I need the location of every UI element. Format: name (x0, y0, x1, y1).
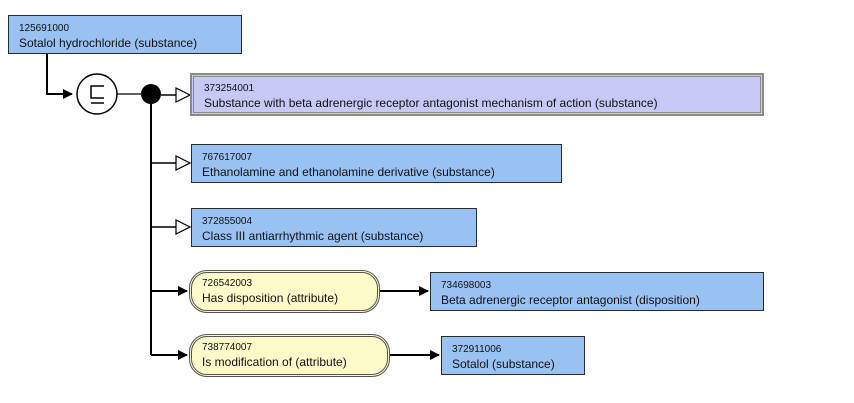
attribute-id: 738774007 (202, 342, 253, 353)
attribute-box[interactable]: 738774007 Is modification of (attribute) (189, 334, 390, 377)
conjunction-dot-icon (141, 84, 161, 104)
attribute-term: Has disposition (attribute) (202, 291, 339, 305)
parent-concept-box[interactable]: 373254001 Substance with beta adrenergic… (191, 74, 763, 115)
isa-arrow-icon (175, 155, 192, 171)
focus-concept-term: Sotalol hydrochloride (substance) (19, 36, 198, 50)
parent-concept-term: Substance with beta adrenergic receptor … (204, 96, 658, 110)
isa-arrow-icon (175, 87, 192, 103)
parent-concept-term: Ethanolamine and ethanolamine derivative… (202, 165, 495, 179)
attribute-value-id: 734698003 (441, 280, 492, 291)
attribute-id: 726542003 (202, 278, 253, 289)
focus-concept-id: 125691000 (19, 23, 70, 34)
attribute-value-id: 372911006 (452, 344, 502, 355)
attribute-value-box[interactable]: 734698003 Beta adrenergic receptor antag… (430, 272, 764, 311)
attribute-value-term: Beta adrenergic receptor antagonist (dis… (441, 293, 700, 307)
focus-to-isa-connector (46, 54, 73, 99)
isa-arrow-icon (175, 219, 192, 235)
attribute-box[interactable]: 726542003 Has disposition (attribute) (189, 270, 380, 313)
isa-symbol-icon (76, 73, 118, 115)
parent-concept-box[interactable]: 767617007 Ethanolamine and ethanolamine … (191, 144, 562, 183)
parent-concept-term: Class III antiarrhythmic agent (substanc… (202, 229, 424, 243)
parent-concept-id: 373254001 (204, 83, 255, 94)
parent-concept-id: 767617007 (202, 152, 253, 163)
attribute-value-term: Sotalol (substance) (452, 357, 555, 371)
parent-concept-id: 372855004 (202, 216, 253, 227)
focus-concept-box[interactable]: 125691000 Sotalol hydrochloride (substan… (8, 15, 242, 54)
attribute-value-box[interactable]: 372911006 Sotalol (substance) (441, 336, 585, 375)
parent-concept-box[interactable]: 372855004 Class III antiarrhythmic agent… (191, 208, 477, 247)
attribute-term: Is modification of (attribute) (202, 355, 347, 369)
